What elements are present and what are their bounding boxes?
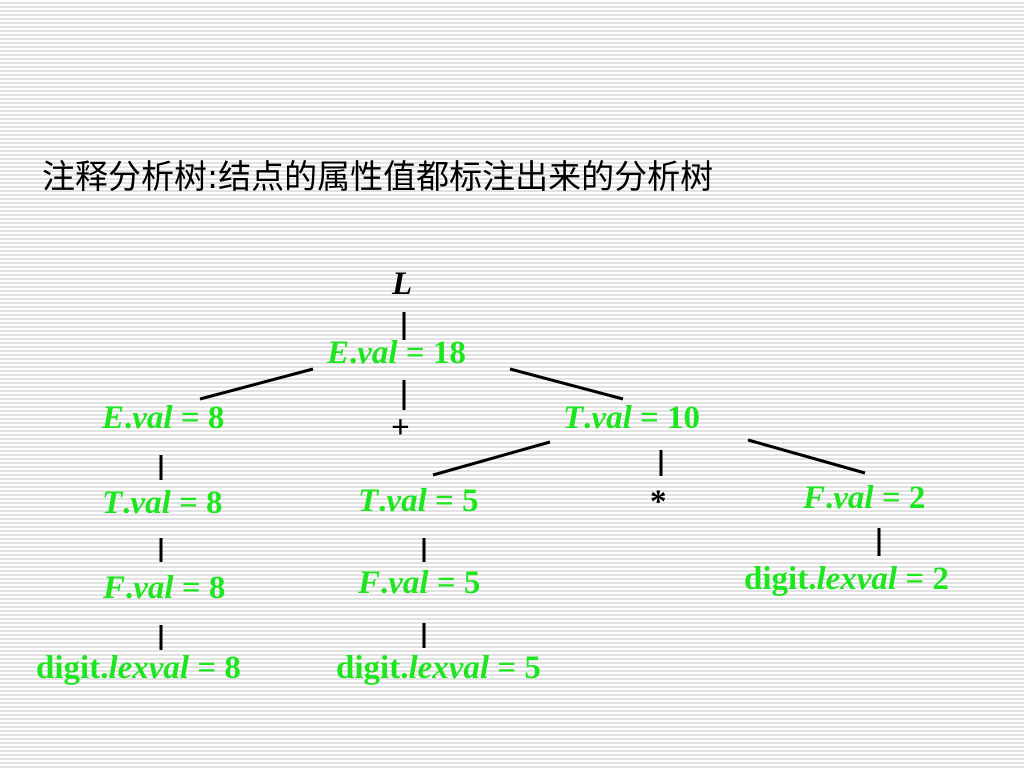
symbol: T xyxy=(563,400,584,436)
symbol: digit xyxy=(336,650,401,686)
node-T-val-10: T.val = 10 xyxy=(563,400,701,436)
symbol: digit xyxy=(744,561,809,597)
symbol: digit xyxy=(36,650,101,686)
edge-T10-T5 xyxy=(432,440,551,477)
attribute: lexval xyxy=(108,650,190,686)
node-F-val-2: F.val = 2 xyxy=(803,480,926,516)
node-L: L xyxy=(392,266,412,302)
value: = 5 xyxy=(428,565,481,601)
symbol: T xyxy=(102,485,123,521)
plus-symbol: + xyxy=(391,410,410,446)
value: = 18 xyxy=(397,335,466,371)
edge-E18-T10 xyxy=(509,367,624,401)
symbol: T xyxy=(358,483,379,519)
attribute: val xyxy=(388,565,429,601)
node-T-val-5: T.val = 5 xyxy=(358,483,479,519)
value: = 8 xyxy=(172,400,225,436)
value: = 10 xyxy=(631,400,701,436)
symbol: F xyxy=(103,570,126,606)
attribute: val xyxy=(132,400,173,436)
value: = 5 xyxy=(489,650,541,686)
symbol: E xyxy=(102,400,125,436)
value: = 8 xyxy=(170,485,223,521)
symbol: E xyxy=(327,335,350,371)
value: = 8 xyxy=(189,650,241,686)
node-E-val-8: E.val = 8 xyxy=(102,400,225,436)
node-L-symbol: L xyxy=(392,266,413,302)
value: = 2 xyxy=(897,561,949,597)
attribute: val xyxy=(386,483,427,519)
node-digit-lexval-2: digit.lexval = 2 xyxy=(744,561,949,597)
node-T-val-8: T.val = 8 xyxy=(102,485,223,521)
slide-title: 注释分析树:结点的属性值都标注出来的分析树 xyxy=(42,157,714,196)
symbol: F xyxy=(358,565,381,601)
value: = 8 xyxy=(173,570,226,606)
node-E-val-18: E.val = 18 xyxy=(327,335,466,371)
value: = 5 xyxy=(426,483,479,519)
node-digit-lexval-5: digit.lexval = 5 xyxy=(336,650,541,686)
star-symbol: * xyxy=(650,484,667,520)
symbol: F xyxy=(803,480,826,516)
edge-E18-E8 xyxy=(199,367,314,401)
attribute: lexval xyxy=(408,650,490,686)
attribute: lexval xyxy=(816,561,898,597)
value: = 2 xyxy=(873,480,926,516)
node-plus: + xyxy=(391,410,410,446)
attribute: val xyxy=(357,335,398,371)
attribute: val xyxy=(133,570,174,606)
attribute: val xyxy=(130,485,171,521)
attribute: val xyxy=(591,400,632,436)
node-star: * xyxy=(650,484,667,520)
node-F-val-8: F.val = 8 xyxy=(103,570,226,606)
node-F-val-5: F.val = 5 xyxy=(358,565,481,601)
node-digit-lexval-8: digit.lexval = 8 xyxy=(36,650,241,686)
attribute: val xyxy=(833,480,874,516)
edge-T10-F2 xyxy=(747,438,866,475)
